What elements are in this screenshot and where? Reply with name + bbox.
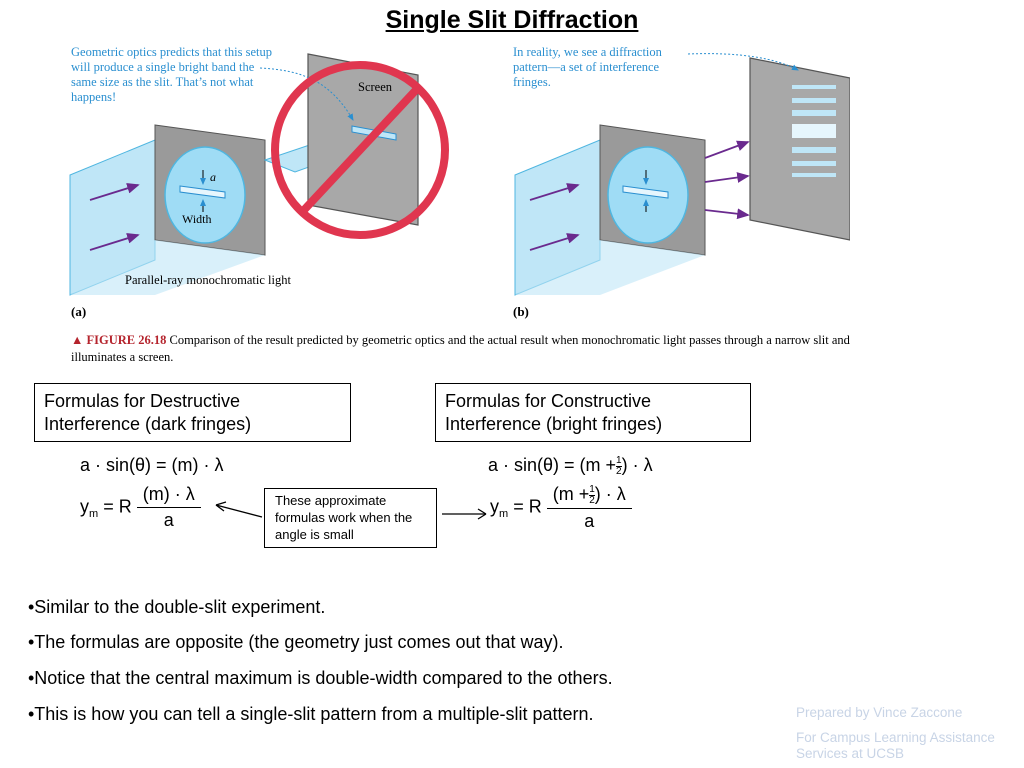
geometric-optics-note: Geometric optics predicts that this setu…: [71, 45, 272, 104]
fringe: [792, 98, 836, 103]
reality-note: In reality, we see a diffraction pattern…: [513, 45, 662, 89]
panel-b: [514, 53, 850, 296]
prohibition-icon: [271, 61, 449, 239]
panel-b-label: (b): [513, 304, 529, 319]
destructive-box-line1: Formulas for Destructive: [44, 391, 241, 411]
panel-a: [69, 53, 449, 296]
fringe: [792, 173, 836, 177]
central-maximum: [792, 124, 836, 138]
fringe: [792, 85, 836, 89]
constructive-box-line1: Formulas for Constructive: [445, 391, 652, 411]
arrow-right-icon: [442, 508, 487, 520]
fringe: [792, 147, 836, 153]
light-label: Parallel-ray monochromatic light: [125, 273, 291, 287]
destructive-formula-angle: a · sin(θ) = (m) · λ: [80, 455, 224, 475]
screen-label: Screen: [358, 80, 393, 94]
bullet-item: •Notice that the central maximum is doub…: [28, 668, 613, 688]
credit-institution: For Campus Learning Assistance Services …: [796, 730, 995, 761]
page-title: Single Slit Diffraction: [385, 6, 639, 34]
fringe: [792, 161, 836, 166]
slit-icon: [179, 185, 226, 199]
constructive-box: Formulas for Constructive Interference (…: [435, 383, 751, 442]
bullet-item: •This is how you can tell a single-slit …: [28, 704, 594, 724]
approximation-note: These approximate formulas work when the…: [264, 488, 437, 548]
figure-caption: ▲ FIGURE 26.18 Comparison of the result …: [71, 332, 861, 366]
width-label: Width: [182, 212, 212, 226]
credit-author: Prepared by Vince Zaccone: [796, 705, 963, 720]
caption-prefix: ▲ FIGURE 26.18: [71, 333, 167, 347]
caption-text: Comparison of the result predicted by ge…: [71, 333, 850, 364]
incident-arrow: [89, 183, 140, 201]
destructive-box: Formulas for Destructive Interference (d…: [34, 383, 351, 442]
bullet-item: •Similar to the double-slit experiment.: [28, 597, 326, 617]
fringe: [792, 110, 836, 116]
diffraction-figure: [69, 53, 850, 296]
destructive-box-line2: Interference (dark fringes): [44, 414, 252, 434]
bullet-item: •The formulas are opposite (the geometry…: [28, 632, 564, 652]
panel-a-label: (a): [71, 304, 87, 319]
constructive-box-line2: Interference (bright fringes): [445, 414, 663, 434]
arrow-left-icon: [215, 501, 263, 518]
incident-arrow: [89, 233, 140, 251]
slit-width-symbol: a: [210, 170, 216, 184]
